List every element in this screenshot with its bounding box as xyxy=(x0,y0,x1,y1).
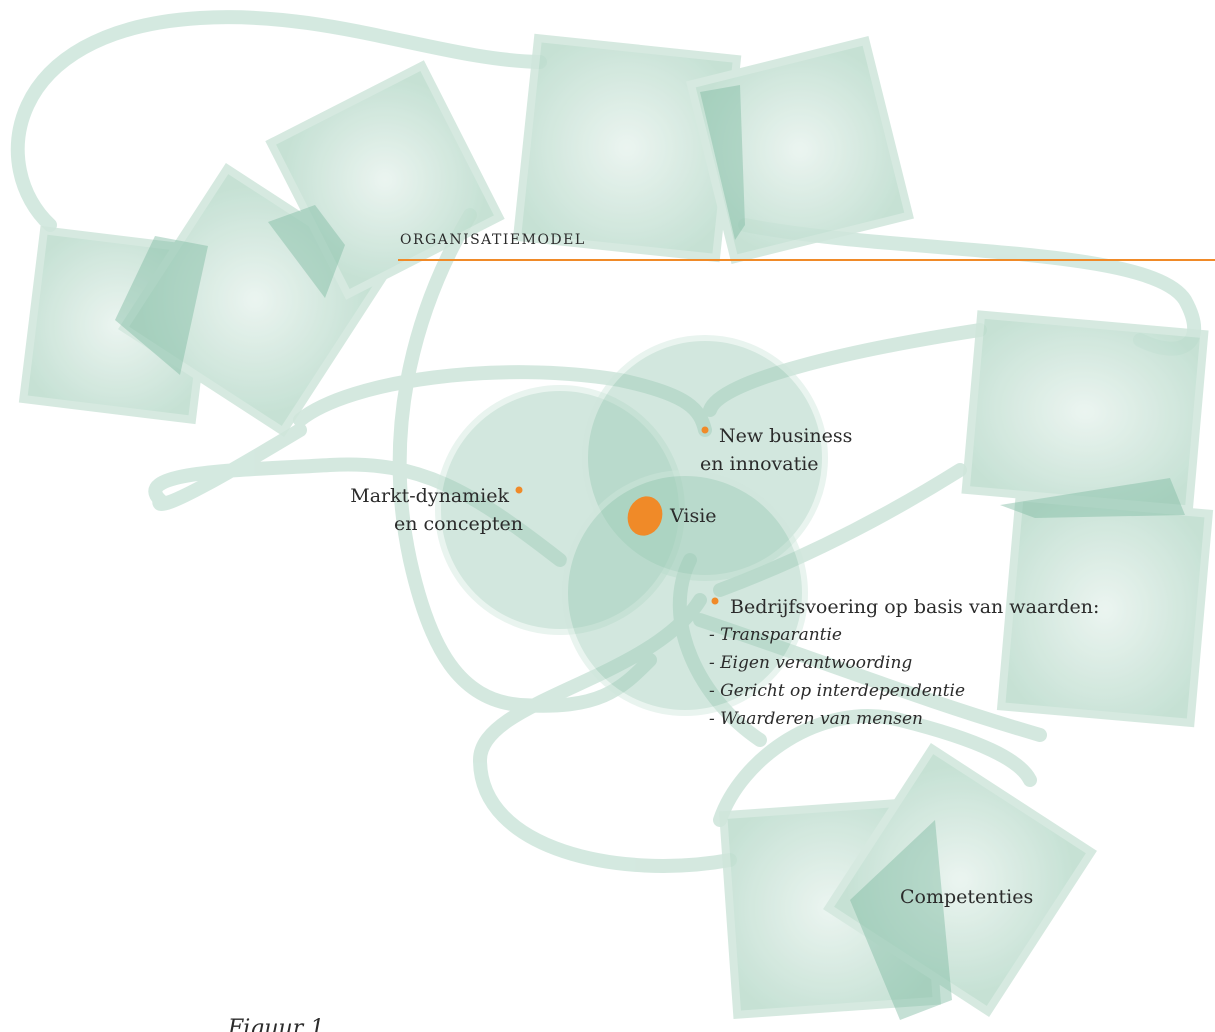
overlap-top xyxy=(700,85,745,240)
title-rule xyxy=(398,259,1215,261)
connector-right-mid xyxy=(713,463,967,597)
connector-bottom-right xyxy=(713,709,1037,827)
circle-bedrijfsvoering xyxy=(562,470,808,716)
square-right-2 xyxy=(996,492,1214,728)
new-business-label-line1: New business xyxy=(719,425,853,447)
figure-caption: Figuur 1 xyxy=(228,1016,325,1032)
new-business-label-line2: en innovatie xyxy=(700,453,819,475)
square-bottom-2 xyxy=(823,743,1097,1017)
value-item: - Eigen verantwoording xyxy=(709,653,913,673)
circle-markt xyxy=(435,385,685,635)
connector-left-loop xyxy=(148,423,567,567)
competenties-label: Competenties xyxy=(900,886,1034,908)
square-top-3 xyxy=(686,36,914,264)
value-item: - Transparantie xyxy=(709,625,842,645)
square-overlaps xyxy=(115,85,1185,1020)
overlap-left xyxy=(115,236,208,375)
bedrijfsvoering-label: Bedrijfsvoering op basis van waarden: xyxy=(730,596,1100,618)
visie-label: Visie xyxy=(670,505,717,527)
connector-vertical-left xyxy=(392,208,657,713)
value-item: - Gericht op interdependentie xyxy=(709,681,966,701)
markers xyxy=(515,426,719,605)
overlap-top-left xyxy=(268,205,345,298)
value-item: - Waarderen van mensen xyxy=(709,709,923,729)
overlap-right xyxy=(1000,478,1185,518)
connector-top-loop xyxy=(10,10,547,232)
bedrijfsvoering-dot xyxy=(711,597,719,605)
markt-label-line1: Markt-dynamiek xyxy=(350,485,509,507)
overlap-bottom xyxy=(850,820,952,1020)
connector-lines xyxy=(10,10,1202,873)
competency-squares xyxy=(18,33,1214,1020)
connector-ring-top xyxy=(703,323,987,417)
connector-upper-arc xyxy=(293,365,712,437)
square-top-1 xyxy=(265,60,505,300)
new-business-dot xyxy=(701,426,709,434)
markt-label-line2: en concepten xyxy=(393,513,523,535)
markt-dot xyxy=(515,486,523,494)
section-title: ORGANISATIEMODEL xyxy=(400,232,586,248)
visie-marker xyxy=(627,496,663,536)
connector-right-low xyxy=(693,613,1047,742)
connector-lower-loop xyxy=(472,593,737,873)
connector-center-down xyxy=(672,553,767,747)
